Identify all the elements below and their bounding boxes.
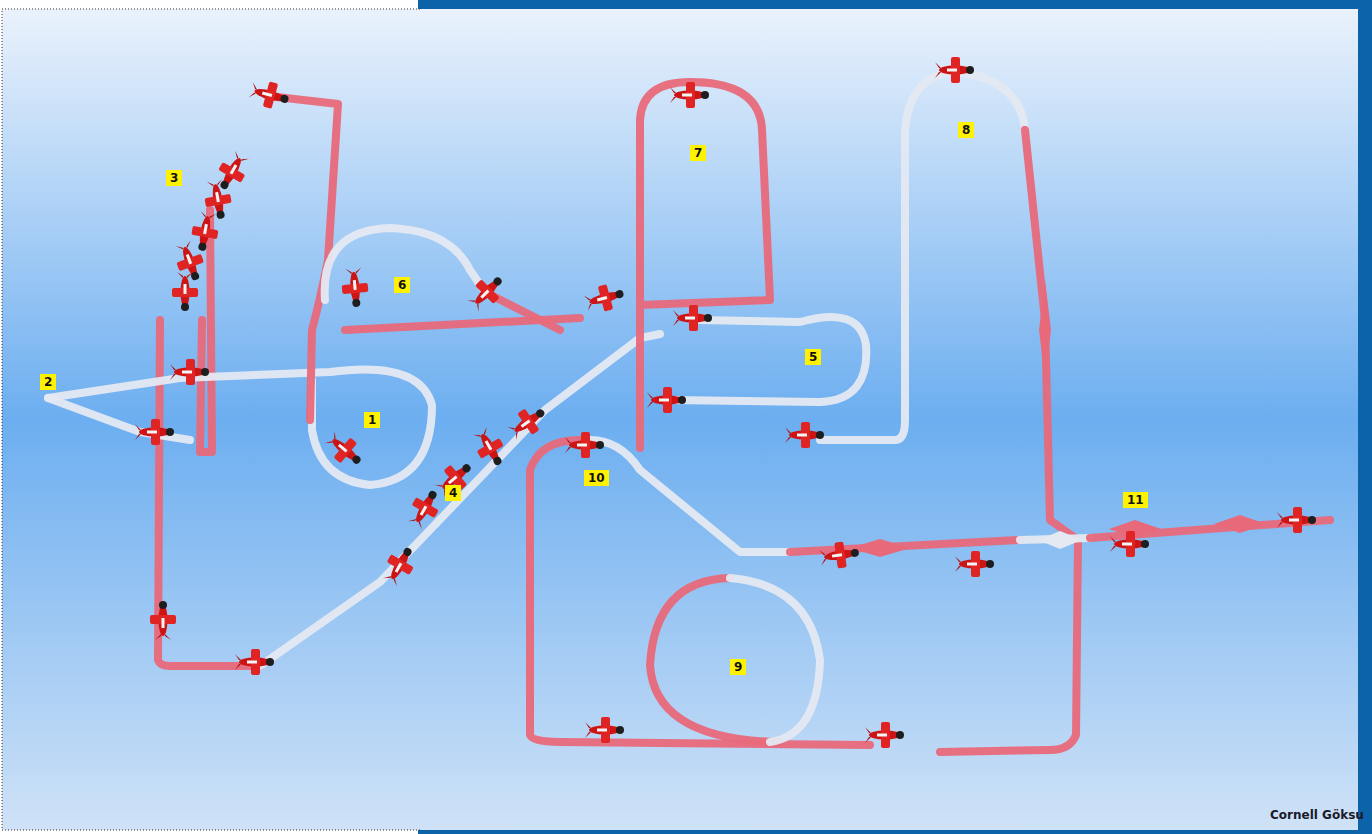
biplane <box>150 601 176 640</box>
smoke-ribbon <box>325 228 485 300</box>
biplane <box>170 359 209 385</box>
biplane <box>379 542 421 589</box>
biplane <box>464 269 510 315</box>
sky-panel <box>2 9 1358 830</box>
ribbon-twist <box>1038 531 1082 549</box>
biplane <box>135 419 174 445</box>
smoke-ribbon <box>590 440 790 552</box>
ribbon-twists <box>850 280 1266 557</box>
callout-number: 4 <box>445 485 461 501</box>
callout-number: 11 <box>1123 492 1148 508</box>
ribbon-twist <box>1039 280 1051 380</box>
biplane <box>647 387 686 413</box>
callout-number: 2 <box>40 374 56 390</box>
callout-number: 7 <box>690 145 706 161</box>
biplane <box>955 551 994 577</box>
callout-number: 3 <box>166 170 182 186</box>
biplane <box>189 210 221 253</box>
biplane <box>582 281 626 316</box>
biplane <box>235 649 274 675</box>
callout-number: 10 <box>584 470 609 486</box>
callout-number: 9 <box>730 659 746 675</box>
smoke-ribbon <box>345 318 580 330</box>
biplane <box>818 539 860 570</box>
credit-text: Cornell Göksu <box>1270 808 1364 822</box>
biplane <box>172 272 198 311</box>
callout-number: 8 <box>958 122 974 138</box>
smoke-ribbon <box>48 369 432 485</box>
smoke-ribbon <box>820 72 1025 440</box>
smoke-ribbon <box>640 82 770 448</box>
smoke-ribbon <box>670 317 866 402</box>
dotted-frame <box>2 9 420 830</box>
smoke-ribbon <box>940 130 1078 752</box>
smoke-trails <box>48 72 1330 752</box>
biplane <box>673 305 712 331</box>
biplane <box>935 57 974 83</box>
biplane <box>404 485 446 532</box>
biplane <box>865 722 904 748</box>
callout-number: 6 <box>394 277 410 293</box>
planes <box>135 57 1316 748</box>
biplane <box>1277 507 1316 533</box>
biplane <box>469 424 511 471</box>
ribbon-twist <box>850 539 910 557</box>
smoke-ribbon <box>48 398 190 440</box>
biplane <box>431 456 478 501</box>
smoke-ribbon <box>650 578 780 742</box>
smoke-ribbon <box>730 578 820 742</box>
biplane <box>504 400 551 444</box>
callout-number: 1 <box>364 412 380 428</box>
biplane <box>670 82 709 108</box>
biplane <box>321 427 368 472</box>
biplane <box>171 239 209 285</box>
biplane <box>340 267 369 308</box>
biplane <box>247 77 291 112</box>
biplane <box>202 178 234 221</box>
biplane <box>565 432 604 458</box>
smoke-ribbon <box>260 334 660 666</box>
biplane <box>585 717 624 743</box>
callout-number: 5 <box>805 349 821 365</box>
smoke-ribbon <box>530 440 870 745</box>
biplane <box>785 422 824 448</box>
biplane <box>1110 531 1149 557</box>
ribbon-twist <box>1214 515 1266 533</box>
smoke-ribbon <box>790 540 1020 552</box>
